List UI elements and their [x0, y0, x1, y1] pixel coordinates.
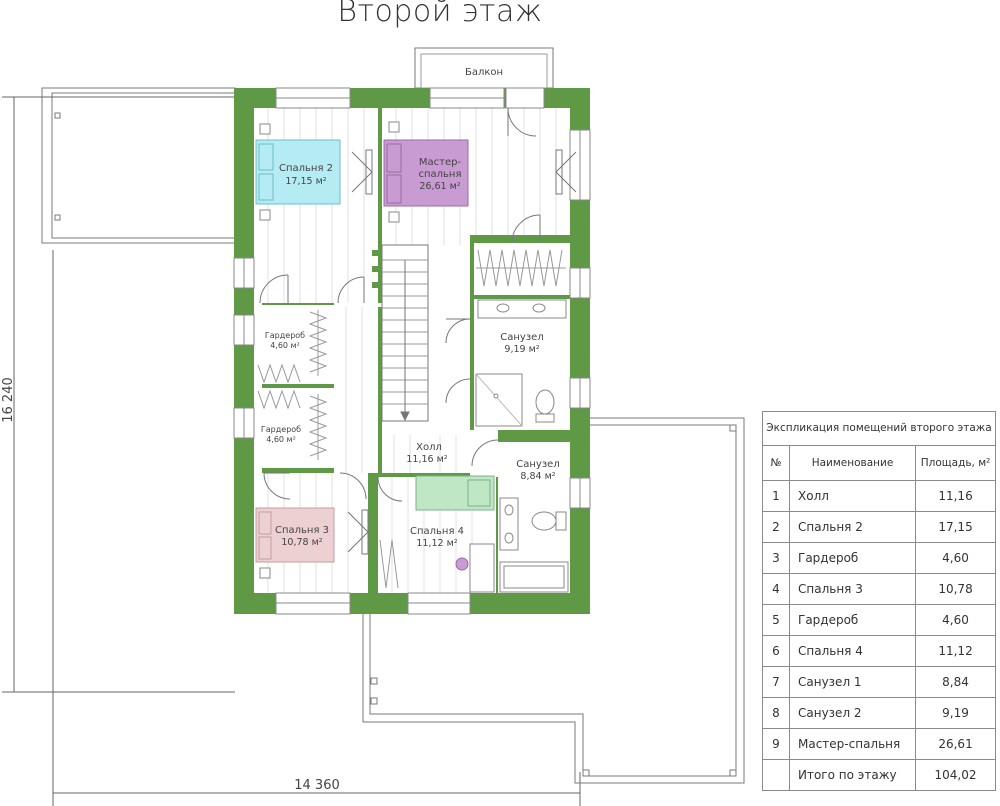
page-title: Второй этаж [337, 0, 543, 29]
row-area: 11,12 [915, 635, 995, 667]
row-name: Санузел 2 [789, 697, 917, 729]
wardrobe1-area: 4,60 м² [270, 341, 300, 350]
doors [259, 107, 541, 502]
table-row: 8 Санузел 2 9,19 [763, 697, 995, 729]
staircase [372, 244, 429, 422]
table-row: 6 Спальня 4 11,12 [763, 635, 995, 667]
explication-caption: Экспликация помещений второго этажа [763, 412, 995, 446]
terrace-outline [362, 417, 745, 784]
bedroom3-area: 10,78 м² [281, 537, 322, 548]
left-terrace-outline [41, 87, 236, 244]
master-name-2: спальня [418, 169, 461, 180]
master-area: 26,61 м² [419, 181, 460, 192]
balcony [414, 47, 554, 89]
row-num: 9 [763, 728, 790, 760]
row-area: 10,78 [915, 573, 995, 605]
windows [233, 87, 591, 615]
bedroom4-bed [415, 475, 495, 593]
bathroom-lower-name: Санузел [516, 459, 559, 470]
row-num: 8 [763, 697, 790, 729]
row-num: 3 [763, 542, 790, 574]
table-row: 9 Мастер-спальня 26,61 [763, 728, 995, 760]
row-area: 26,61 [915, 728, 995, 760]
table-row: 7 Санузел 1 8,84 [763, 666, 995, 698]
bedroom3-name: Спальня 3 [275, 525, 329, 536]
row-name: Гардероб [789, 542, 917, 574]
row-name: Спальня 4 [789, 635, 917, 667]
total-area: 104,02 [934, 768, 977, 782]
table-row: 5 Гардероб 4,60 [763, 604, 995, 636]
row-name: Спальня 2 [789, 511, 917, 543]
table-row: 3 Гардероб 4,60 [763, 542, 995, 574]
closet-hangers [257, 249, 566, 589]
table-row: 1 Холл 11,16 [763, 480, 995, 512]
row-num: 2 [763, 511, 790, 543]
hall-area: 11,16 м² [406, 454, 447, 465]
balcony-label: Балкон [465, 67, 503, 78]
row-area: 4,60 [915, 542, 995, 574]
total-row: Итого по этажу 104,02 [763, 759, 995, 790]
row-num: 4 [763, 573, 790, 605]
bedroom2-name: Спальня 2 [279, 163, 333, 174]
tv-units [347, 149, 577, 555]
row-area: 4,60 [915, 604, 995, 636]
table-header: № Наименование Площадь, м² [763, 446, 995, 481]
header-num: № [763, 446, 790, 481]
row-area: 17,15 [915, 511, 995, 543]
row-name: Санузел 1 [789, 666, 917, 698]
bedroom2-bed [255, 123, 341, 221]
dimension-width: 14 360 [294, 778, 340, 793]
table-row: 2 Спальня 2 17,15 [763, 511, 995, 543]
bathroom-upper-area: 9,19 м² [504, 344, 539, 355]
row-num: 1 [763, 480, 790, 512]
row-name: Гардероб [789, 604, 917, 636]
header-area: Площадь, м² [915, 446, 995, 481]
bathroom-lower-area: 8,84 м² [520, 471, 555, 482]
wardrobe2-name: Гардероб [261, 425, 301, 434]
row-num: 5 [763, 604, 790, 636]
bedroom4-name: Спальня 4 [410, 526, 464, 537]
wardrobe2-area: 4,60 м² [266, 435, 296, 444]
dimension-height: 16 240 [1, 377, 16, 423]
row-num: 7 [763, 666, 790, 698]
explication-table: Экспликация помещений второго этажа № На… [762, 411, 996, 791]
wardrobe1-name: Гардероб [265, 331, 305, 340]
bedroom4-area: 11,12 м² [416, 538, 457, 549]
bedroom2-area: 17,15 м² [285, 176, 326, 187]
total-num [763, 759, 790, 790]
header-name: Наименование [789, 446, 917, 481]
row-area: 11,16 [915, 480, 995, 512]
hall-name: Холл [416, 442, 442, 453]
row-area: 8,84 [915, 666, 995, 698]
row-name: Холл [789, 480, 917, 512]
total-name: Итого по этажу [789, 759, 917, 790]
master-name-1: Мастер- [419, 157, 462, 168]
bedroom3-bed [255, 507, 335, 579]
dimension-lines [2, 96, 581, 806]
master-bed [383, 121, 469, 223]
row-name: Мастер-спальня [789, 728, 917, 760]
row-area: 9,19 [915, 697, 995, 729]
explication-grid: № Наименование Площадь, м² 1 Холл 11,16 … [763, 446, 995, 790]
bathroom-fixtures [475, 299, 569, 593]
bathroom-upper-name: Санузел [500, 332, 543, 343]
row-name: Спальня 3 [789, 573, 917, 605]
row-num: 6 [763, 635, 790, 667]
table-row: 4 Спальня 3 10,78 [763, 573, 995, 605]
